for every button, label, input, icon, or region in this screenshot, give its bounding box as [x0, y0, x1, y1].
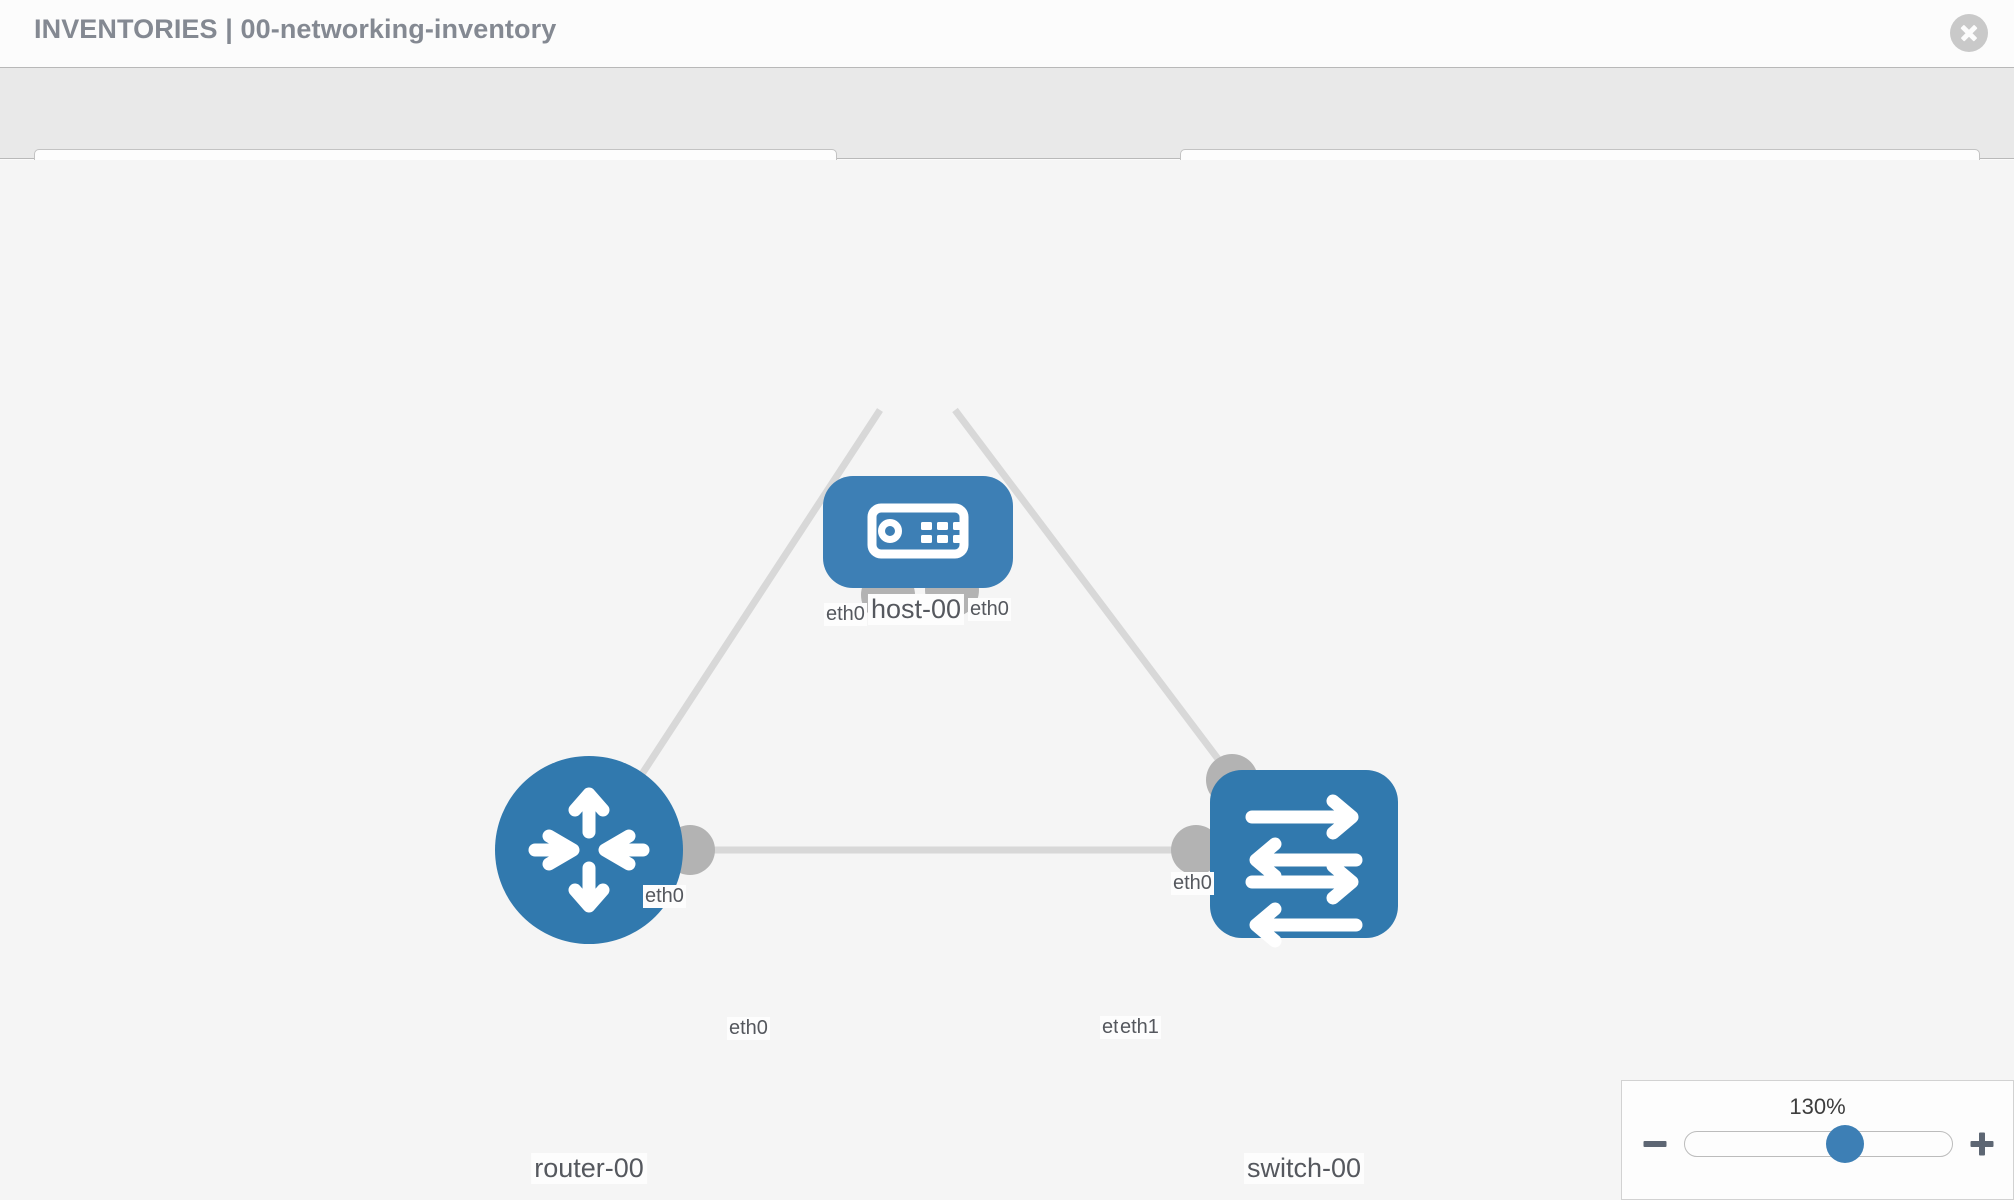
topology-graph	[495, 407, 1398, 948]
iface-label: eth0	[968, 598, 1011, 621]
iface-label: eth0	[643, 885, 686, 908]
link-host-switch	[952, 407, 1258, 811]
server-led-icon	[878, 519, 902, 543]
node-label-host: host-00	[867, 594, 965, 625]
page-header: INVENTORIES | 00-networking-inventory	[0, 0, 2014, 68]
switch-arrows-icon	[1245, 794, 1363, 948]
node-switch-00	[1210, 770, 1398, 948]
iface-label: eth0	[1171, 872, 1214, 895]
zoom-level-value: 130%	[1789, 1094, 1846, 1119]
node-router-00	[495, 756, 683, 944]
page-title: INVENTORIES | 00-networking-inventory	[34, 14, 557, 44]
topology-canvas[interactable]: eth0 eth0 eth0 eth0 eth0 eth1 eth0 host-…	[0, 160, 2014, 1200]
connector-switch-left	[1171, 825, 1221, 875]
iface-label: eth1	[1118, 1016, 1161, 1039]
zoom-slider-row	[1622, 1125, 2014, 1163]
server-icon	[867, 503, 969, 559]
zoom-control-panel: 130%	[1621, 1080, 2014, 1200]
zoom-out-button[interactable]	[1640, 1129, 1670, 1159]
link-host-router	[622, 408, 883, 802]
zoom-in-button[interactable]	[1967, 1129, 1997, 1159]
close-icon[interactable]	[1950, 14, 1988, 52]
node-host-00	[823, 476, 1013, 588]
zoom-slider-thumb[interactable]	[1826, 1125, 1865, 1163]
server-dots-icon	[921, 522, 961, 543]
topology-links	[622, 407, 1258, 854]
toolbar: ACTIONS SEARCH	[0, 68, 2014, 201]
zoom-slider[interactable]	[1684, 1125, 1953, 1163]
node-label-router: router-00	[531, 1153, 647, 1184]
iface-label: eth0	[727, 1017, 770, 1040]
iface-label: eth0	[824, 603, 867, 626]
node-label-switch: switch-00	[1243, 1153, 1365, 1184]
router-arrows-icon	[528, 787, 650, 913]
